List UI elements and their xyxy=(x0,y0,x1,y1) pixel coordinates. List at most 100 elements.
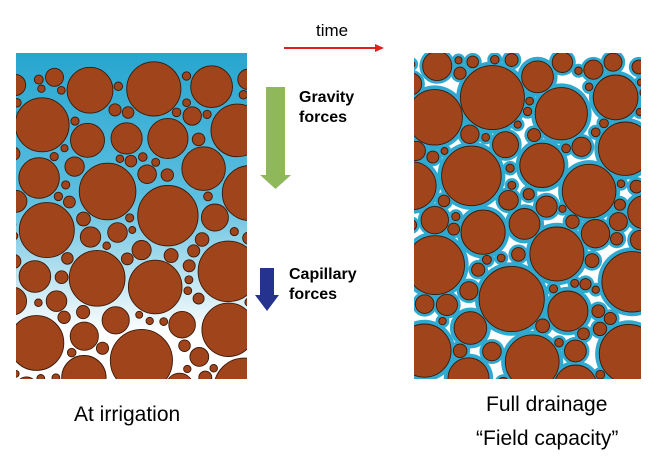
drainage-water-film xyxy=(414,377,418,379)
irrigation-soil-particle xyxy=(190,65,233,109)
irrigation-soil-particle xyxy=(18,202,75,259)
drainage-soil-particle xyxy=(631,59,641,75)
irrigation-soil-particle xyxy=(16,110,17,114)
drainage-soil-particle xyxy=(453,311,488,345)
drainage-soil-particle xyxy=(555,364,597,379)
drainage-soil-particle xyxy=(639,89,641,97)
drainage-soil-particle xyxy=(519,142,565,189)
irrigation-soil-particle xyxy=(66,347,77,358)
irrigation-soil-particle xyxy=(124,154,138,168)
irrigation-soil-particle xyxy=(181,71,192,81)
drainage-soil-particle xyxy=(554,337,564,348)
drainage-soil-particle xyxy=(529,226,585,282)
irrigation-soil-particle xyxy=(244,297,247,307)
irrigation-soil-particle xyxy=(66,66,114,114)
drainage-soil-particle xyxy=(513,120,522,129)
drainage-soil-particle xyxy=(591,285,600,294)
irrigation-soil-particle xyxy=(107,380,115,388)
drainage-soil-particle xyxy=(580,219,611,249)
capillary-label-line1: Capillary xyxy=(289,266,357,283)
drainage-soil-particle xyxy=(498,377,509,379)
drainage-soil-particle xyxy=(459,281,479,301)
drainage-soil-particle xyxy=(427,382,435,390)
drainage-soil-particle xyxy=(459,65,525,131)
drainage-soil-particle xyxy=(414,294,435,314)
drainage-soil-particle xyxy=(603,311,617,326)
irrigation-soil-particle xyxy=(151,157,161,167)
drainage-soil-particle xyxy=(629,179,641,194)
drainage-soil-particle xyxy=(504,334,560,379)
irrigation-soil-particle xyxy=(61,180,71,190)
drainage-soil-particle xyxy=(599,118,609,129)
drainage-soil-particle xyxy=(592,74,639,121)
drainage-soil-particle xyxy=(426,150,440,164)
drainage-soil-particle xyxy=(451,211,461,222)
drainage-soil-particle xyxy=(591,304,606,319)
drainage-soil-particle xyxy=(490,54,500,65)
drainage-soil-particle xyxy=(482,341,502,362)
drainage-soil-particle xyxy=(453,66,467,80)
irrigation-soil-particle xyxy=(197,240,247,303)
irrigation-soil-particle xyxy=(137,185,199,247)
full-drainage-caption: Full drainage xyxy=(486,393,608,416)
irrigation-soil-particle xyxy=(68,249,126,307)
drainage-soil-particle xyxy=(627,195,641,230)
drainage-soil-particle xyxy=(414,323,452,378)
drainage-soil-particle xyxy=(422,53,453,82)
irrigation-soil-particle xyxy=(127,259,183,315)
irrigation-soil-particle xyxy=(95,341,110,355)
irrigation-soil-particle xyxy=(198,370,213,379)
capillary-arrow xyxy=(255,268,279,311)
irrigation-soil-particle xyxy=(45,382,58,395)
drainage-soil-particle xyxy=(481,132,491,142)
drainage-soil-particle xyxy=(551,53,574,73)
irrigation-soil-particle xyxy=(18,260,52,293)
time-arrow xyxy=(284,44,384,52)
gravity-label-line1: Gravity xyxy=(299,89,355,106)
drainage-soil-particle xyxy=(521,60,554,94)
irrigation-soil-particle xyxy=(194,232,210,247)
irrigation-soil-particle xyxy=(19,376,34,379)
irrigation-soil-particle xyxy=(182,106,202,126)
drainage-soil-particle xyxy=(508,208,541,240)
irrigation-soil-particle xyxy=(160,168,174,182)
irrigation-soil-particle xyxy=(53,191,64,202)
irrigation-soil-particle xyxy=(110,122,143,155)
drainage-soil-particle xyxy=(561,163,617,219)
irrigation-soil-particle xyxy=(69,321,99,351)
irrigation-soil-particle xyxy=(107,222,128,243)
drainage-soil-particle xyxy=(613,198,626,211)
drainage-water-film xyxy=(635,381,649,395)
irrigation-soil-particle xyxy=(51,373,61,379)
drainage-soil-particle xyxy=(414,72,423,95)
irrigation-soil-particle xyxy=(200,203,229,232)
drainage-water-film xyxy=(429,378,433,379)
drainage-soil-particle xyxy=(629,229,641,251)
irrigation-soil-particle xyxy=(115,154,125,163)
drainage-soil-particle xyxy=(561,143,571,154)
irrigation-soil-particle xyxy=(159,317,169,326)
irrigation-soil-particle xyxy=(64,156,85,177)
drainage-soil-particle xyxy=(584,82,594,92)
field-capacity-caption: “Field capacity” xyxy=(476,427,619,450)
gravity-arrow xyxy=(260,87,291,189)
irrigation-soil-particle xyxy=(76,305,91,320)
irrigation-soil-particle xyxy=(189,347,210,367)
drainage-soil-particle xyxy=(441,145,502,207)
drainage-soil-particle xyxy=(435,293,458,316)
drainage-soil-particle xyxy=(466,55,479,69)
irrigation-soil-particle xyxy=(238,90,247,100)
irrigation-soil-particle xyxy=(16,232,19,240)
irrigation-soil-particle xyxy=(57,310,71,324)
irrigation-soil-particle xyxy=(16,223,17,227)
irrigation-soil-particle xyxy=(182,259,196,273)
drainage-soil-particle xyxy=(548,284,559,294)
drainage-soil-particle xyxy=(574,66,583,76)
irrigation-soil-particle xyxy=(167,372,192,379)
drainage-soil-particle xyxy=(447,222,461,236)
drainage-soil-particle xyxy=(452,343,468,359)
irrigation-soil-particle xyxy=(16,315,65,371)
irrigation-soil-particle xyxy=(34,298,43,308)
irrigation-soil-particle xyxy=(61,355,107,379)
irrigation-soil-particle xyxy=(36,374,46,379)
